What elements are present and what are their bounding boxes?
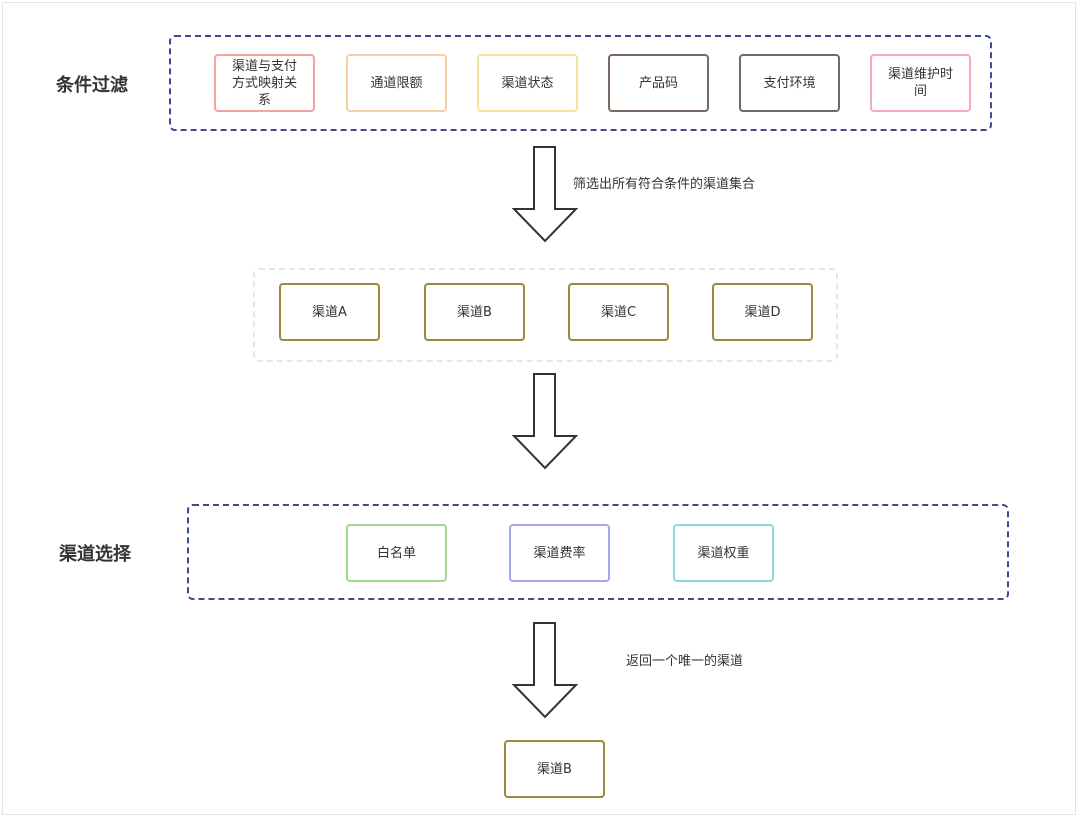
filter-node-mapping: 渠道与支付方式映射关系 [214, 54, 315, 112]
filter-node-maintenance: 渠道维护时间 [870, 54, 971, 112]
section-label-select: 渠道选择 [59, 544, 131, 565]
channel-node-b-label: 渠道B [457, 304, 492, 320]
arrow-note-filtered-set: 筛选出所有符合条件的渠道集合 [573, 177, 756, 192]
selector-node-weight: 渠道权重 [673, 524, 774, 582]
down-arrow-3 [512, 622, 578, 719]
filter-node-product-code: 产品码 [608, 54, 709, 112]
filter-node-limit-label: 通道限额 [370, 75, 423, 91]
channel-node-b: 渠道B [424, 283, 525, 341]
selector-node-weight-label: 渠道权重 [697, 545, 750, 561]
filter-node-mapping-label: 渠道与支付方式映射关系 [231, 58, 297, 108]
select-group [187, 504, 1009, 600]
channel-node-a: 渠道A [279, 283, 380, 341]
filter-node-limit: 通道限额 [346, 54, 447, 112]
down-arrow-1 [512, 146, 578, 243]
section-label-filter: 条件过滤 [56, 75, 128, 96]
filter-node-pay-env: 支付环境 [739, 54, 840, 112]
result-node: 渠道B [504, 740, 605, 798]
filter-node-product-code-label: 产品码 [638, 75, 678, 91]
filter-node-maintenance-label: 渠道维护时间 [887, 67, 953, 99]
selector-node-fee-rate: 渠道费率 [509, 524, 610, 582]
selector-node-whitelist-label: 白名单 [376, 545, 416, 561]
channel-node-c-label: 渠道C [600, 304, 637, 320]
arrow-note-unique-channel: 返回一个唯一的渠道 [626, 654, 744, 669]
down-arrow-2 [512, 373, 578, 470]
channel-node-c: 渠道C [568, 283, 669, 341]
filter-node-pay-env-label: 支付环境 [763, 75, 816, 91]
channel-node-a-label: 渠道A [312, 304, 347, 320]
result-node-label: 渠道B [537, 761, 572, 777]
channel-node-d-label: 渠道D [744, 304, 781, 320]
filter-group [169, 35, 992, 131]
channel-set-group [253, 268, 838, 362]
selector-node-whitelist: 白名单 [346, 524, 447, 582]
filter-node-status-label: 渠道状态 [501, 75, 554, 91]
filter-node-status: 渠道状态 [477, 54, 578, 112]
selector-node-fee-rate-label: 渠道费率 [533, 545, 586, 561]
channel-node-d: 渠道D [712, 283, 813, 341]
